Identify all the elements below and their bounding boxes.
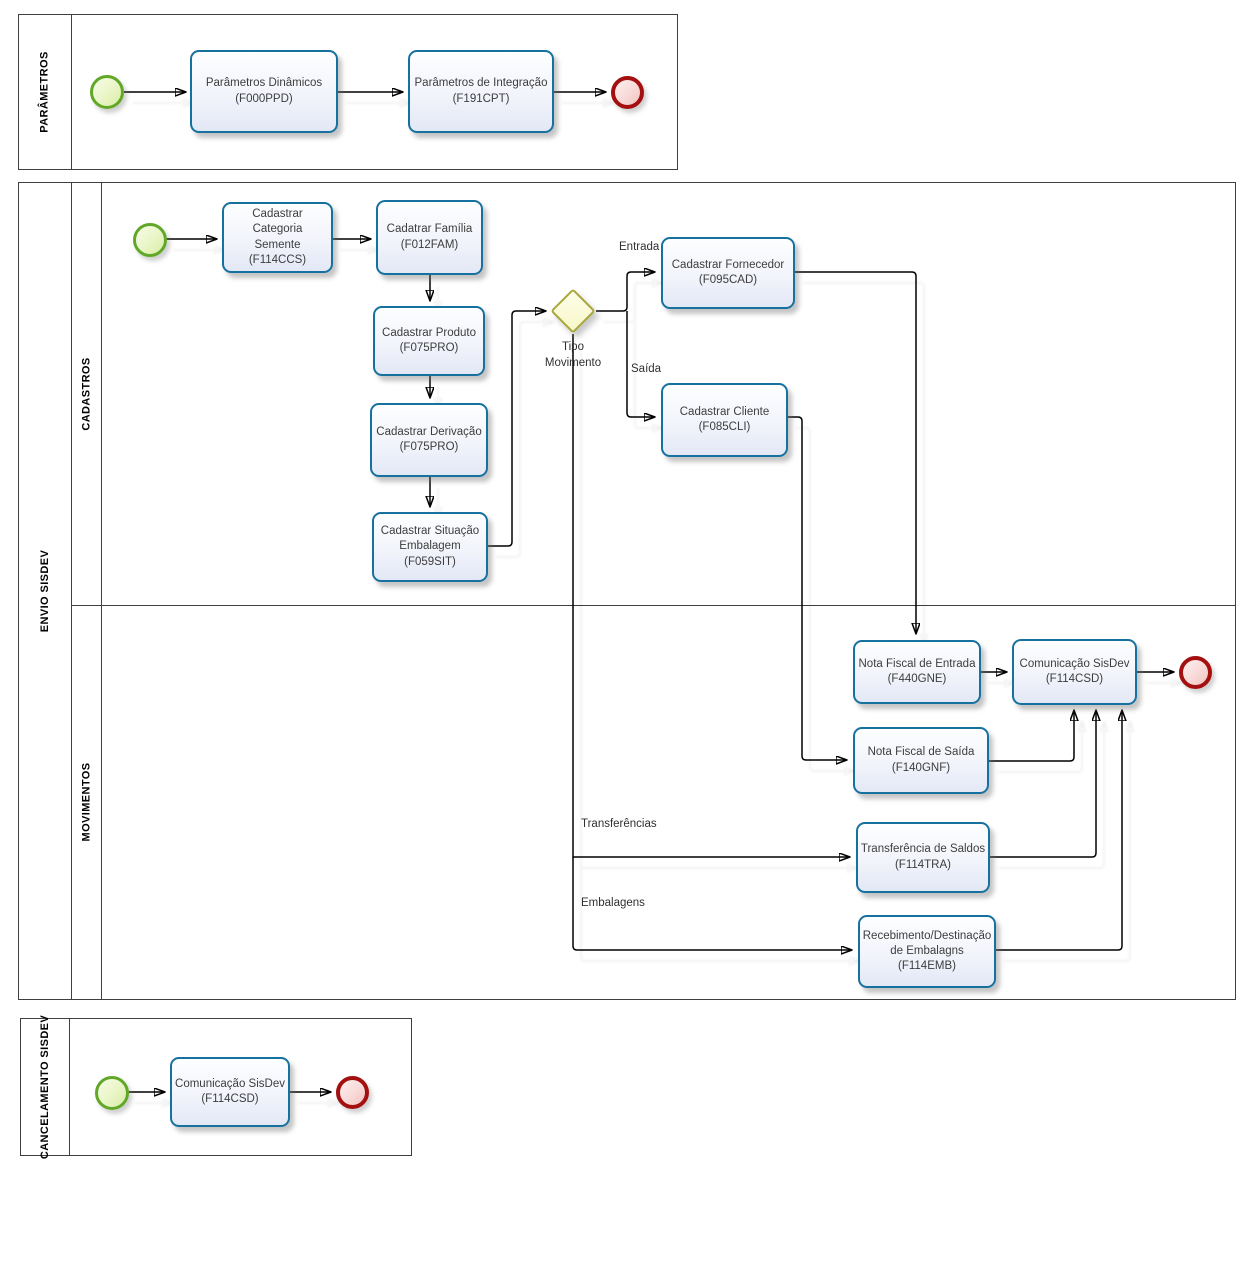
gateway-diamond xyxy=(550,288,596,334)
lane-band: CADASTROS MOVIMENTOS xyxy=(72,183,102,999)
task-comunicacao-sisdev-cancel[interactable]: Comunicação SisDev (F114CSD) xyxy=(170,1057,290,1127)
task-label: Cadastrar Cliente (F085CLI) xyxy=(679,405,770,433)
task-recebimento-destinacao[interactable]: Recebimento/Destinação de Embalagns (F11… xyxy=(858,915,996,988)
task-label: Cadastrar Derivação (F075PRO) xyxy=(376,425,482,453)
task-transferencia-saldos[interactable]: Transferência de Saldos (F114TRA) xyxy=(856,822,990,893)
task-label: Parâmetros Dinâmicos (F000PPD) xyxy=(205,77,323,105)
start-event-cadastros[interactable] xyxy=(133,223,167,257)
task-label: Cadastrar Situação Embalagem (F059SIT) xyxy=(380,525,480,568)
flow-label-saida: Saída xyxy=(631,363,662,375)
pool-envio-sisdev: ENVIO SISDEV CADASTROS MOVIMENTOS xyxy=(18,182,1236,1000)
flow-label-entrada: Entrada xyxy=(619,241,660,253)
task-cadastrar-derivacao[interactable]: Cadastrar Derivação (F075PRO) xyxy=(370,403,488,477)
pool-envio-band: ENVIO SISDEV xyxy=(19,183,72,999)
task-label: Comunicação SisDev (F114CSD) xyxy=(1019,657,1130,685)
task-cadastrar-cliente[interactable]: Cadastrar Cliente (F085CLI) xyxy=(661,383,788,457)
task-cadastrar-produto[interactable]: Cadastrar Produto (F075PRO) xyxy=(373,306,485,376)
start-event-parametros[interactable] xyxy=(90,75,124,109)
task-label: Recebimento/Destinação de Embalagns (F11… xyxy=(862,929,992,973)
task-label: Cadastrar Produto (F075PRO) xyxy=(382,326,476,354)
pool-envio-label: ENVIO SISDEV xyxy=(39,549,51,633)
flow-label-transferencias: Transferências xyxy=(581,818,657,830)
task-cadastrar-familia[interactable]: Cadatrar Família (F012FAM) xyxy=(376,200,483,275)
flow-label-embalagens: Embalagens xyxy=(581,897,645,909)
task-label: Parâmetros de Integração (F191CPT) xyxy=(414,77,548,105)
end-event-movimentos[interactable] xyxy=(1179,656,1212,689)
task-cadastrar-categoria-semente[interactable]: Cadastrar Categoria Semente (F114CCS) xyxy=(222,202,333,273)
task-label: Transferência de Saldos (F114TRA) xyxy=(860,843,986,871)
task-label: Nota Fiscal de Saída (F140GNF) xyxy=(867,746,975,774)
task-nota-fiscal-entrada[interactable]: Nota Fiscal de Entrada (F440GNE) xyxy=(853,640,981,704)
pool-cancelamento-band: CANCELAMENTO SISDEV xyxy=(21,1015,70,1159)
pool-cancelamento-label: CANCELAMENTO SISDEV xyxy=(39,1014,51,1160)
start-event-cancelamento[interactable] xyxy=(95,1076,129,1110)
end-event-parametros[interactable] xyxy=(611,76,644,109)
pool-parametros-band: PARÂMETROS xyxy=(19,15,72,169)
gateway-tipo-movimento[interactable] xyxy=(550,288,596,334)
task-parametros-dinamicos[interactable]: Parâmetros Dinâmicos (F000PPD) xyxy=(190,50,338,133)
task-label: Cadastrar Fornecedor (F095CAD) xyxy=(671,258,785,286)
pool-parametros-label: PARÂMETROS xyxy=(39,51,52,133)
lane-movimentos-cell: MOVIMENTOS xyxy=(72,605,101,999)
task-cadastrar-situacao-embalagem[interactable]: Cadastrar Situação Embalagem (F059SIT) xyxy=(372,512,488,582)
task-label: Nota Fiscal de Entrada (F440GNE) xyxy=(858,657,976,685)
task-label: Cadatrar Família (F012FAM) xyxy=(386,223,473,251)
end-event-cancelamento[interactable] xyxy=(336,1076,369,1109)
task-label: Comunicação SisDev (F114CSD) xyxy=(175,1077,285,1105)
task-cadastrar-fornecedor[interactable]: Cadastrar Fornecedor (F095CAD) xyxy=(661,237,795,309)
lane-divider xyxy=(72,605,1235,606)
task-parametros-integracao[interactable]: Parâmetros de Integração (F191CPT) xyxy=(408,50,554,133)
lane-movimentos-label: MOVIMENTOS xyxy=(80,762,93,842)
lane-cadastros-label: CADASTROS xyxy=(80,357,93,431)
task-comunicacao-sisdev[interactable]: Comunicação SisDev (F114CSD) xyxy=(1012,639,1137,705)
task-nota-fiscal-saida[interactable]: Nota Fiscal de Saída (F140GNF) xyxy=(853,727,989,794)
task-label: Cadastrar Categoria Semente (F114CCS) xyxy=(248,208,307,266)
gateway-label: Tipo Movimento xyxy=(544,341,602,370)
lane-cadastros-cell: CADASTROS xyxy=(72,183,101,605)
